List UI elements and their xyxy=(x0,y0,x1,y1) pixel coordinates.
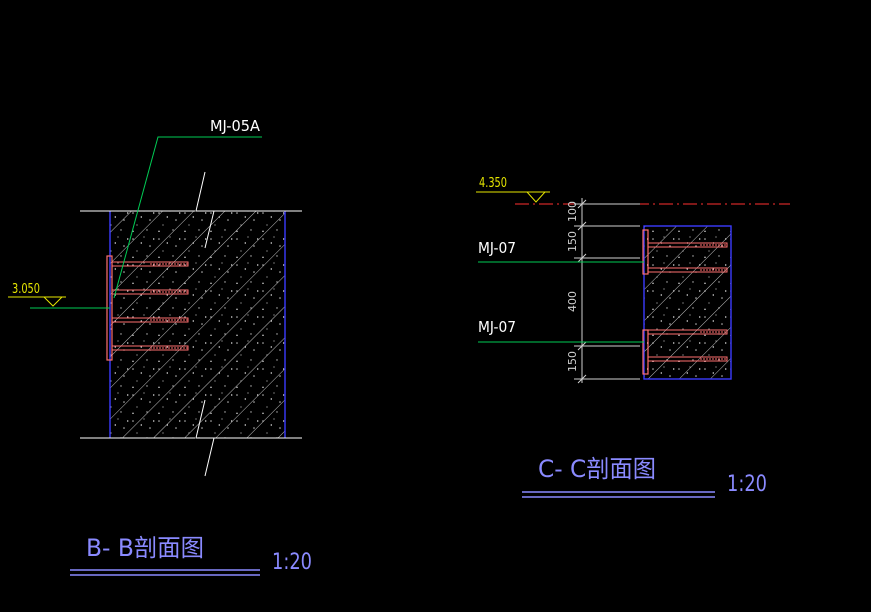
bb-anchor-bar xyxy=(111,317,189,323)
cc-embed-plate-upper xyxy=(642,229,728,275)
cc-concrete-block xyxy=(643,225,732,380)
bb-anchor-bar xyxy=(111,289,189,295)
section-bb: MJ-05A 3.050 B- B剖面图 1:20 xyxy=(8,117,312,576)
cc-dim-150-upper: 150 xyxy=(566,231,579,252)
bb-elevation-value: 3.050 xyxy=(12,282,40,297)
bb-tag-label: MJ-05A xyxy=(210,117,261,135)
cc-tag-lower: MJ-07 xyxy=(478,318,516,336)
bb-anchor-bar xyxy=(111,345,189,351)
bb-break-line-top xyxy=(195,171,215,249)
cc-tag-upper: MJ-07 xyxy=(478,239,516,257)
bb-elevation-marker xyxy=(8,296,110,309)
bb-concrete-wall xyxy=(110,211,285,438)
bb-section-title: B- B剖面图 xyxy=(86,534,204,562)
cc-embed-plate-lower xyxy=(642,329,728,375)
cc-scale-label: 1:20 xyxy=(727,472,767,497)
section-cc: 4.350 xyxy=(476,176,790,498)
bb-anchor-bar xyxy=(111,261,189,267)
cc-dim-150-lower: 150 xyxy=(566,351,579,372)
cc-dimension-chain xyxy=(574,198,640,384)
cc-dim-400: 400 xyxy=(566,291,579,312)
bb-break-line-bottom xyxy=(195,399,215,477)
cc-section-title: C- C剖面图 xyxy=(538,455,656,483)
cc-dim-100: 100 xyxy=(566,201,579,222)
bb-tag-leader xyxy=(113,136,262,299)
bb-scale-label: 1:20 xyxy=(272,550,312,575)
cc-elevation-marker xyxy=(476,191,550,203)
cc-elevation-value: 4.350 xyxy=(479,176,507,191)
